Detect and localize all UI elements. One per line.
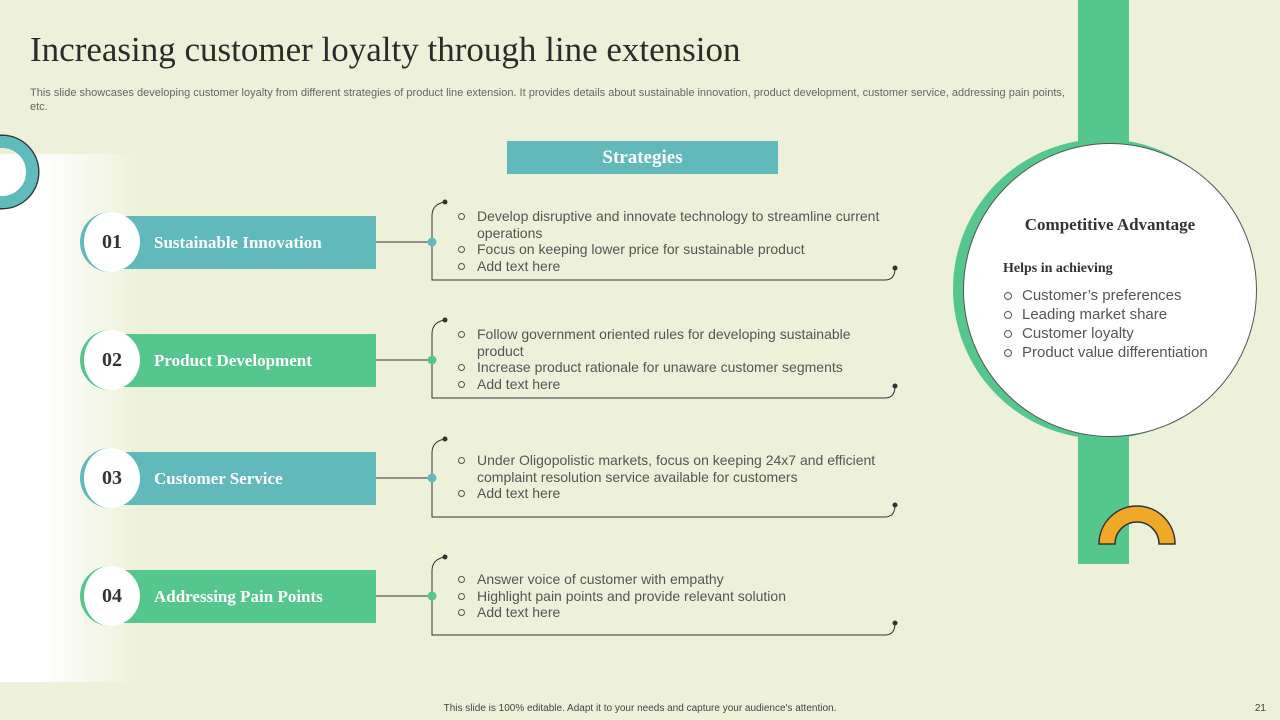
bullet-item: Develop disruptive and innovate technolo… xyxy=(457,208,887,241)
slide-subtitle: This slide showcases developing customer… xyxy=(30,87,1065,113)
bullet-item: Add text here xyxy=(457,376,887,393)
slide-footer: This slide is 100% editable. Adapt it to… xyxy=(443,703,837,714)
decorative-arch-icon xyxy=(1098,505,1176,545)
page-number: 21 xyxy=(1254,703,1266,714)
advantage-item: Customer loyalty xyxy=(1003,324,1208,343)
bullet-item: Highlight pain points and provide releva… xyxy=(457,588,887,605)
strategy-label-sustainable-innovation: Sustainable Innovation xyxy=(110,216,376,269)
bullet-item: Follow government oriented rules for dev… xyxy=(457,326,887,359)
strategy-label-customer-service: Customer Service xyxy=(110,452,376,505)
strategy-label-addressing-pain-points: Addressing Pain Points xyxy=(110,570,376,623)
strategy-bullets-2: Follow government oriented rules for dev… xyxy=(457,326,887,392)
bullet-item: Add text here xyxy=(457,485,887,502)
bullet-item: Focus on keeping lower price for sustain… xyxy=(457,241,887,258)
advantage-item: Leading market share xyxy=(1003,305,1208,324)
strategy-bullets-3: Under Oligopolistic markets, focus on ke… xyxy=(457,452,887,502)
advantage-title: Competitive Advantage xyxy=(1024,215,1196,234)
bullet-item: Add text here xyxy=(457,258,887,275)
strategy-number-badge: 03 xyxy=(80,448,140,508)
strategy-number-badge: 01 xyxy=(80,212,140,272)
advantage-subtitle: Helps in achieving xyxy=(1003,261,1113,276)
advantage-list: Customer’s preferences Leading market sh… xyxy=(1003,286,1208,362)
advantage-item: Product value differentiation xyxy=(1003,343,1208,362)
strategies-header: Strategies xyxy=(507,141,778,174)
bullet-item: Under Oligopolistic markets, focus on ke… xyxy=(457,452,887,485)
advantage-item: Customer’s preferences xyxy=(1003,286,1208,305)
strategy-label-product-development: Product Development xyxy=(110,334,376,387)
strategy-bullets-1: Develop disruptive and innovate technolo… xyxy=(457,208,887,274)
bullet-item: Answer voice of customer with empathy xyxy=(457,571,887,588)
advantage-circle xyxy=(963,143,1257,437)
slide-title: Increasing customer loyalty through line… xyxy=(30,30,741,69)
strategy-number-badge: 02 xyxy=(80,330,140,390)
bullet-item: Increase product rationale for unaware c… xyxy=(457,359,887,376)
bullet-item: Add text here xyxy=(457,604,887,621)
strategy-bullets-4: Answer voice of customer with empathy Hi… xyxy=(457,571,887,621)
strategy-number-badge: 04 xyxy=(80,566,140,626)
